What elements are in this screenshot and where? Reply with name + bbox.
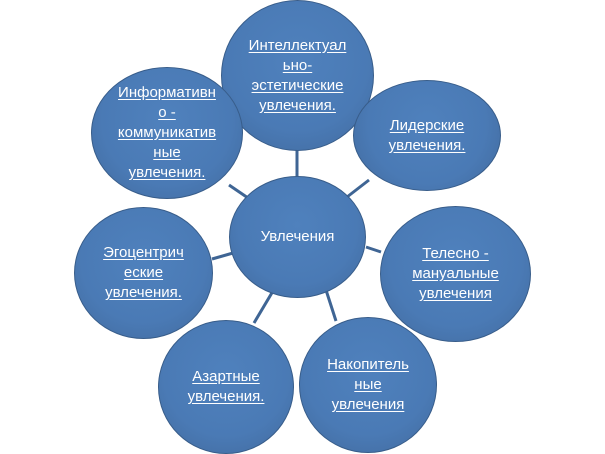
- node-egocentric[interactable]: Эгоцентрич еские увлечения.: [74, 207, 213, 339]
- node-collecting[interactable]: Накопитель ные увлечения: [299, 317, 437, 453]
- connector-egocentric: [211, 251, 234, 261]
- collecting-link[interactable]: Накопитель ные увлечения: [327, 356, 409, 413]
- intellectual-aesthetic-link[interactable]: Интеллектуал ьно- эстетические увлечения…: [248, 36, 347, 114]
- node-physical-manual[interactable]: Телесно - мануальные увлечения: [380, 206, 531, 342]
- connector-gambling: [252, 290, 275, 324]
- connector-leader: [346, 178, 370, 199]
- node-center-hobbies: Увлечения: [229, 176, 366, 298]
- egocentric-link[interactable]: Эгоцентрич еские увлечения.: [103, 244, 184, 301]
- node-gambling[interactable]: Азартные увлечения.: [158, 320, 294, 454]
- connector-physical: [365, 245, 382, 254]
- informative-communicative-link[interactable]: Информативн о - коммуникатив ные увлечен…: [117, 84, 217, 181]
- connector-collecting: [324, 289, 338, 322]
- node-informative-communicative[interactable]: Информативн о - коммуникатив ные увлечен…: [91, 67, 243, 199]
- physical-manual-link[interactable]: Телесно - мануальные увлечения: [412, 245, 499, 302]
- gambling-link[interactable]: Азартные увлечения.: [187, 368, 265, 405]
- center-label: Увлечения: [260, 228, 335, 245]
- node-leadership[interactable]: Лидерские увлечения.: [353, 80, 501, 191]
- leadership-link[interactable]: Лидерские увлечения.: [388, 116, 466, 154]
- node-intellectual-aesthetic[interactable]: Интеллектуал ьно- эстетические увлечения…: [221, 0, 374, 151]
